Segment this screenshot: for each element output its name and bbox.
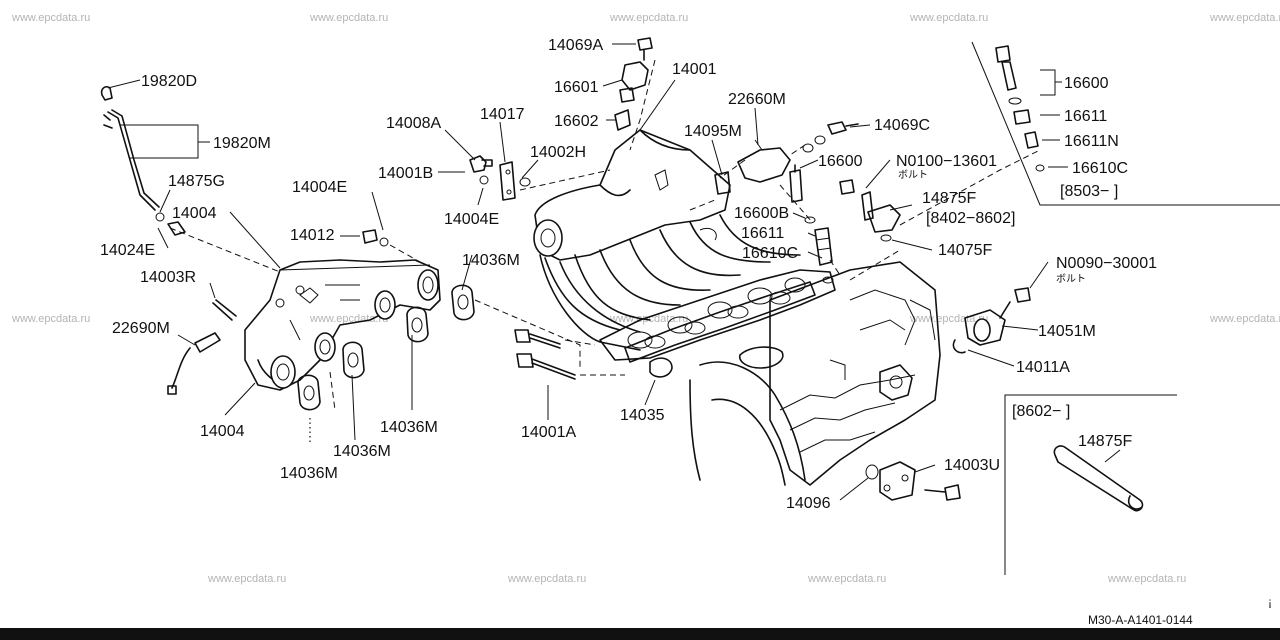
label-19820M: 19820M bbox=[213, 135, 271, 152]
watermark: www.epcdata.ru bbox=[609, 313, 688, 325]
label-14012: 14012 bbox=[290, 227, 335, 244]
throttle-parts bbox=[614, 37, 859, 195]
label-16600: 16600 bbox=[1064, 75, 1109, 92]
fasteners-left bbox=[155, 155, 531, 395]
label-22690M: 22690M bbox=[112, 320, 170, 337]
label-14075F: 14075F bbox=[938, 242, 992, 259]
note-bolt: ボルト bbox=[1056, 273, 1086, 285]
label-14069A: 14069A bbox=[548, 37, 603, 54]
inset-top-right bbox=[971, 41, 1280, 206]
label-14875F: 14875F bbox=[1078, 433, 1132, 450]
watermark: www.epcdata.ru bbox=[309, 313, 388, 325]
label-14003R: 14003R bbox=[140, 269, 196, 286]
label-14036M: 14036M bbox=[280, 465, 338, 482]
watermark: www.epcdata.ru bbox=[11, 12, 90, 24]
label-14051M: 14051M bbox=[1038, 323, 1096, 340]
label-16602: 16602 bbox=[554, 113, 599, 130]
watermark-layer: www.epcdata.ru www.epcdata.ru www.epcdat… bbox=[11, 12, 1280, 585]
label-14004E: 14004E bbox=[292, 179, 347, 196]
watermark: www.epcdata.ru bbox=[807, 573, 886, 585]
label-14001A: 14001A bbox=[521, 424, 576, 441]
label-14001: 14001 bbox=[672, 61, 717, 78]
lower-bracket-parts bbox=[865, 461, 961, 501]
watermark: www.epcdata.ru bbox=[1209, 12, 1280, 24]
label-16610C: 16610C bbox=[742, 245, 798, 262]
note-range-8602: [8602− ] bbox=[1012, 403, 1070, 420]
label-14096: 14096 bbox=[786, 495, 831, 512]
part-labels: 19820D 19820M 14875G 14004 14024E 14003R… bbox=[100, 37, 1157, 512]
label-14024E: 14024E bbox=[100, 242, 155, 259]
label-14002H: 14002H bbox=[530, 144, 586, 161]
engine-block bbox=[689, 261, 941, 486]
bottom-bar bbox=[0, 628, 1280, 640]
diagram-code: M30-A-A1401-0144 bbox=[1088, 613, 1193, 627]
label-14017: 14017 bbox=[480, 106, 525, 123]
label-N0090-30001: N0090−30001 bbox=[1056, 255, 1157, 272]
label-14069C: 14069C bbox=[874, 117, 930, 134]
label-16610C: 16610C bbox=[1072, 160, 1128, 177]
label-16600: 16600 bbox=[818, 153, 863, 170]
label-19820D: 19820D bbox=[141, 73, 197, 90]
label-14875F: 14875F bbox=[922, 190, 976, 207]
label-16611: 16611 bbox=[741, 225, 784, 242]
label-16601: 16601 bbox=[554, 79, 599, 96]
label-16611N: 16611N bbox=[1064, 133, 1119, 150]
intake-gasket bbox=[624, 281, 816, 378]
label-14003U: 14003U bbox=[944, 457, 1000, 474]
watermark: www.epcdata.ru bbox=[609, 12, 688, 24]
label-14036M: 14036M bbox=[462, 252, 520, 269]
egr-tube bbox=[100, 86, 160, 211]
label-N0100-13601: N0100−13601 bbox=[896, 153, 997, 170]
water-outlet-parts bbox=[839, 179, 1031, 354]
label-14004: 14004 bbox=[200, 423, 245, 440]
inset-bottom-right bbox=[1004, 394, 1177, 575]
watermark: www.epcdata.ru bbox=[909, 12, 988, 24]
assembly-lines bbox=[169, 59, 1041, 445]
note-range-8402-8602: [8402−8602] bbox=[926, 210, 1015, 227]
exhaust-manifold bbox=[244, 259, 441, 391]
label-14008A: 14008A bbox=[386, 115, 441, 132]
note-range-8503: [8503− ] bbox=[1060, 183, 1118, 200]
watermark: www.epcdata.ru bbox=[207, 573, 286, 585]
watermark: www.epcdata.ru bbox=[507, 573, 586, 585]
corner-mark: ¡ bbox=[1268, 595, 1272, 609]
label-16611: 16611 bbox=[1064, 108, 1107, 125]
watermark: www.epcdata.ru bbox=[1209, 313, 1280, 325]
watermark: www.epcdata.ru bbox=[11, 313, 90, 325]
watermark: www.epcdata.ru bbox=[309, 12, 388, 24]
label-22660M: 22660M bbox=[728, 91, 786, 108]
fuel-injector bbox=[789, 164, 834, 284]
label-14004E: 14004E bbox=[444, 211, 499, 228]
intake-manifold bbox=[533, 129, 836, 361]
notes: ボルト ボルト [8503− ] [8402−8602] [8602− ] bbox=[898, 169, 1118, 420]
watermark: www.epcdata.ru bbox=[1107, 573, 1186, 585]
exhaust-gaskets bbox=[297, 284, 475, 411]
label-14875G: 14875G bbox=[168, 173, 225, 190]
label-14035: 14035 bbox=[620, 407, 665, 424]
leader-lines bbox=[107, 43, 1121, 501]
note-bolt: ボルト bbox=[898, 169, 928, 181]
fasteners-center bbox=[514, 329, 576, 380]
label-16600B: 16600B bbox=[734, 205, 789, 222]
label-14036M: 14036M bbox=[333, 443, 391, 460]
label-14011A: 14011A bbox=[1016, 359, 1070, 376]
label-14001B: 14001B bbox=[378, 165, 433, 182]
watermark: www.epcdata.ru bbox=[909, 313, 988, 325]
label-14095M: 14095M bbox=[684, 123, 742, 140]
label-14004: 14004 bbox=[172, 205, 217, 222]
label-14036M: 14036M bbox=[380, 419, 438, 436]
